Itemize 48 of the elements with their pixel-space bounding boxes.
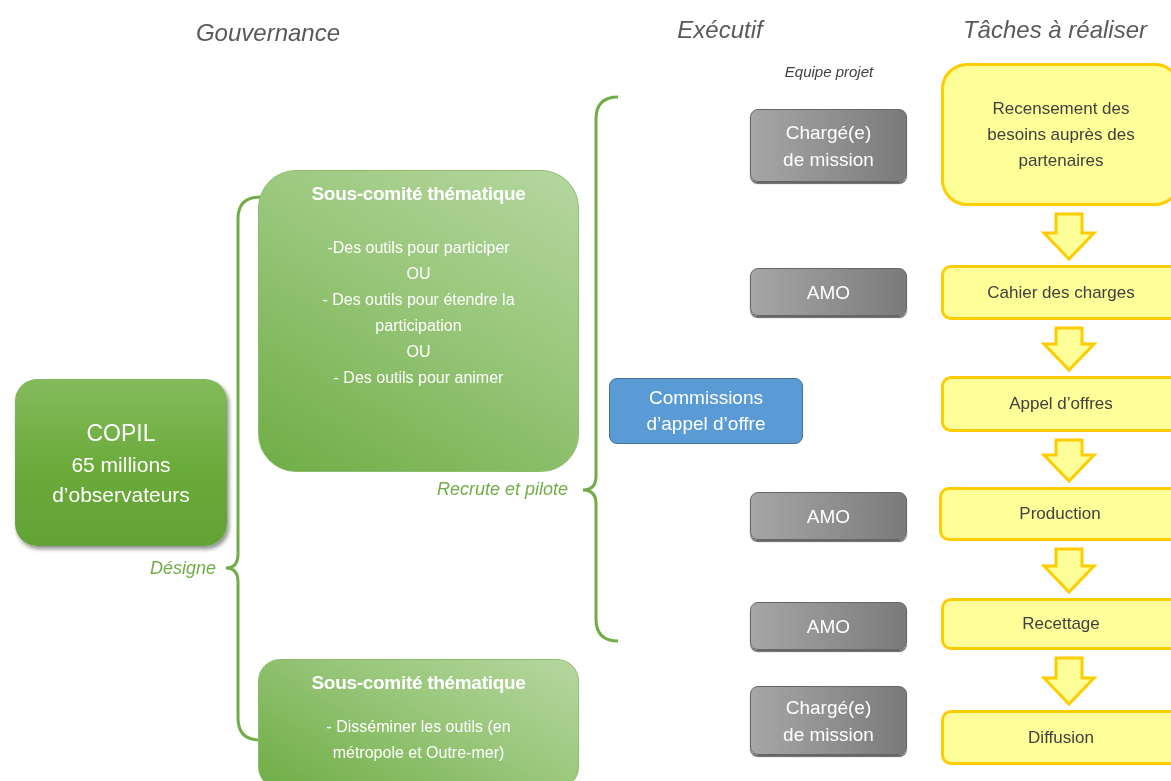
box-text: Appel d’offres (1009, 393, 1113, 415)
column-heading: Gouvernance (195, 19, 341, 47)
role-box (750, 492, 907, 540)
box-text: Recettage (1022, 613, 1100, 635)
box-text: AMO (806, 504, 851, 529)
box-text: - Des outils pour étendre la participation (321, 290, 516, 336)
box-title: COPIL (86, 418, 156, 448)
role-box (750, 686, 907, 755)
block-arrow (1040, 438, 1098, 484)
box-text: Chargé(e) de mission (782, 695, 875, 747)
box-text: Production (1019, 503, 1101, 525)
task-box (941, 598, 1171, 650)
block-arrow (1040, 656, 1098, 707)
box-text: Diffusion (1028, 726, 1094, 749)
column-heading: Tâches à réaliser (962, 16, 1148, 44)
box-text: Commissions d’appel d’offre (645, 386, 767, 436)
box-text: Cahier des charges (987, 281, 1135, 304)
task-box (941, 710, 1171, 765)
column-heading: Exécutif (677, 16, 763, 44)
committee-box (15, 379, 227, 546)
task-box (941, 376, 1171, 432)
task-box (941, 265, 1171, 320)
subcommittee-box (258, 170, 579, 472)
box-text: OU (406, 264, 431, 284)
block-arrow (1040, 547, 1098, 595)
box-text: Recensement des besoins auprès des partenaires (986, 97, 1136, 172)
box-text: AMO (806, 614, 851, 639)
box-text: - Disséminer les outils (en métropole et Outre-mer) (325, 717, 512, 763)
commission-box (609, 378, 803, 444)
role-box (750, 268, 907, 316)
task-box (939, 487, 1171, 541)
box-title: Sous-comité thématique (311, 182, 526, 206)
box-text: 65 millions d’observateurs (51, 451, 191, 508)
group-label: Equipe projet (784, 62, 874, 80)
task-box (941, 63, 1171, 206)
subcommittee-box (258, 659, 579, 781)
box-title: Sous-comité thématique (311, 671, 526, 695)
box-text: OU (406, 342, 431, 362)
brace-label: Recrute et pilote (436, 478, 568, 500)
box-text: AMO (806, 280, 851, 305)
box-text: Chargé(e) de mission (782, 120, 875, 172)
block-arrow (1040, 326, 1098, 373)
block-arrow (1040, 212, 1098, 262)
box-text: - Des outils pour animer (333, 368, 504, 388)
role-box (750, 109, 907, 182)
brace-label: Désigne (149, 557, 216, 579)
role-box (750, 602, 907, 650)
box-text: -Des outils pour participer (327, 238, 510, 258)
